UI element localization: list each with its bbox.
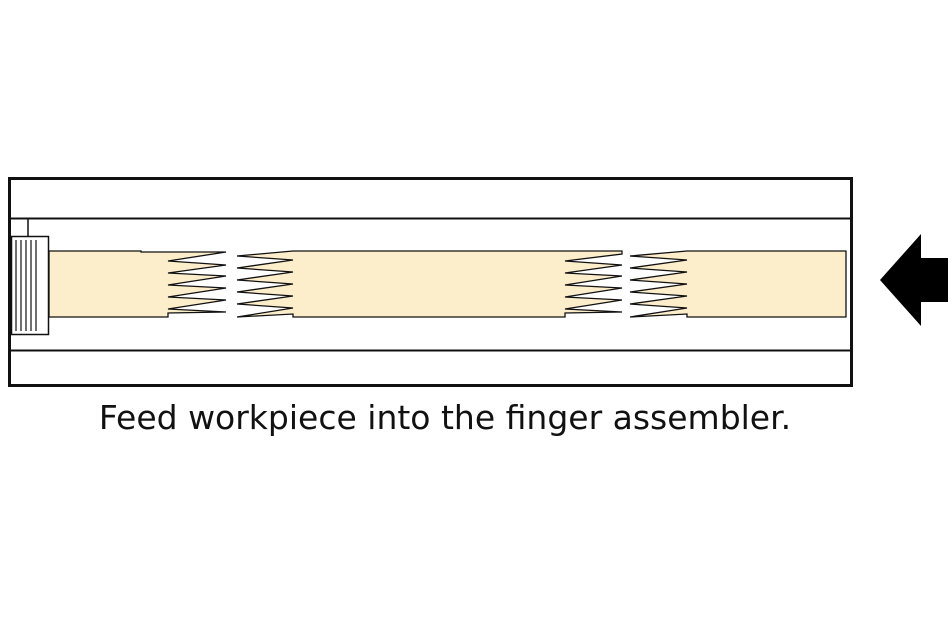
end-stop-block: [10, 235, 50, 336]
workpiece-middle: [236, 250, 623, 318]
workpiece-left: [48, 250, 227, 318]
instruction-caption: Feed workpiece into the finger assembler…: [98, 398, 792, 437]
workpiece-right: [629, 250, 847, 318]
arrow-left-icon: [880, 234, 948, 326]
